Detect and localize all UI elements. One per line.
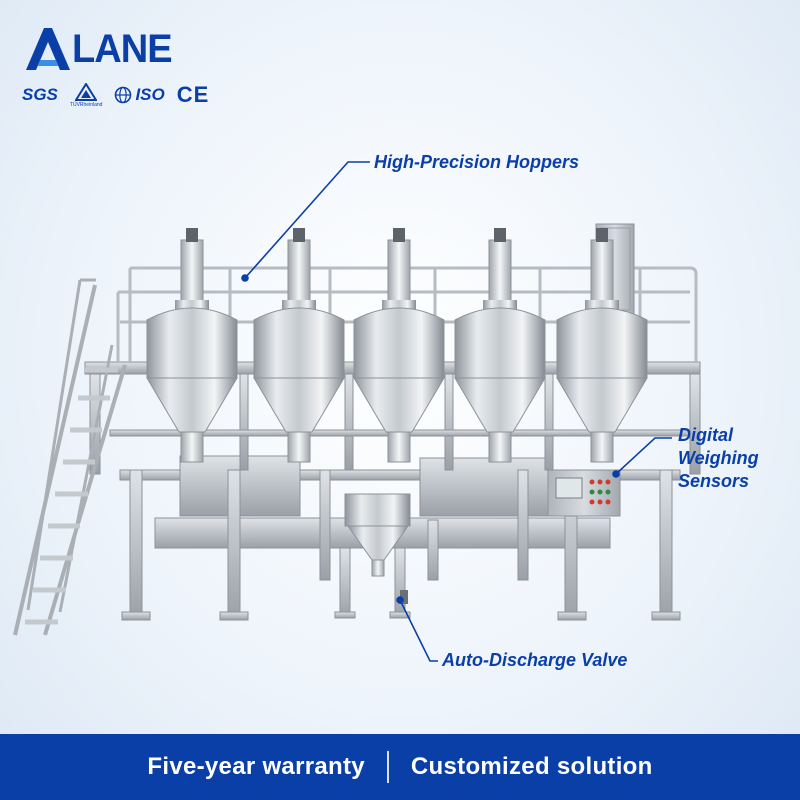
sgs-badge: SGS <box>22 85 58 104</box>
hopper-4 <box>454 228 546 463</box>
banner-divider <box>386 751 389 783</box>
callout-valve: Auto-Discharge Valve <box>442 650 628 670</box>
bottom-banner: Five-year warranty Customized solution <box>0 734 800 800</box>
brand-logo: LANE <box>22 24 177 74</box>
customized-text: Customized solution <box>410 753 653 780</box>
control-panel <box>547 469 621 517</box>
discharge-assembly <box>344 493 411 604</box>
callout-sensors-line3: Sensors <box>678 471 750 491</box>
tuv-label: TÜVRheinland <box>69 101 103 108</box>
tuv-badge: TÜVRheinland <box>69 82 103 108</box>
tuv-triangle-icon <box>75 82 98 101</box>
hopper-2 <box>253 228 345 463</box>
hopper-3 <box>353 228 445 463</box>
iso-label: ISO <box>135 85 165 104</box>
callout-lines <box>241 161 672 662</box>
hopper-1 <box>146 228 238 463</box>
certification-badges: SGS TÜVRheinland ISO CE <box>22 80 209 110</box>
warranty-text: Five-year warranty <box>147 753 365 780</box>
ce-badge: CE <box>176 82 210 107</box>
callout-sensors-line1: Digital <box>678 425 734 445</box>
callout-hoppers: High-Precision Hoppers <box>374 152 580 172</box>
callout-sensors-line2: Weighing <box>678 448 759 468</box>
staircase <box>13 278 127 636</box>
brand-name: LANE <box>72 27 173 71</box>
callout-sensors: Digital Weighing Sensors <box>678 424 759 493</box>
logo-mark-icon <box>26 28 70 70</box>
hoppers <box>146 228 648 463</box>
iso-badge: ISO <box>114 85 165 105</box>
hopper-5 <box>556 228 648 463</box>
globe-icon <box>115 86 132 104</box>
